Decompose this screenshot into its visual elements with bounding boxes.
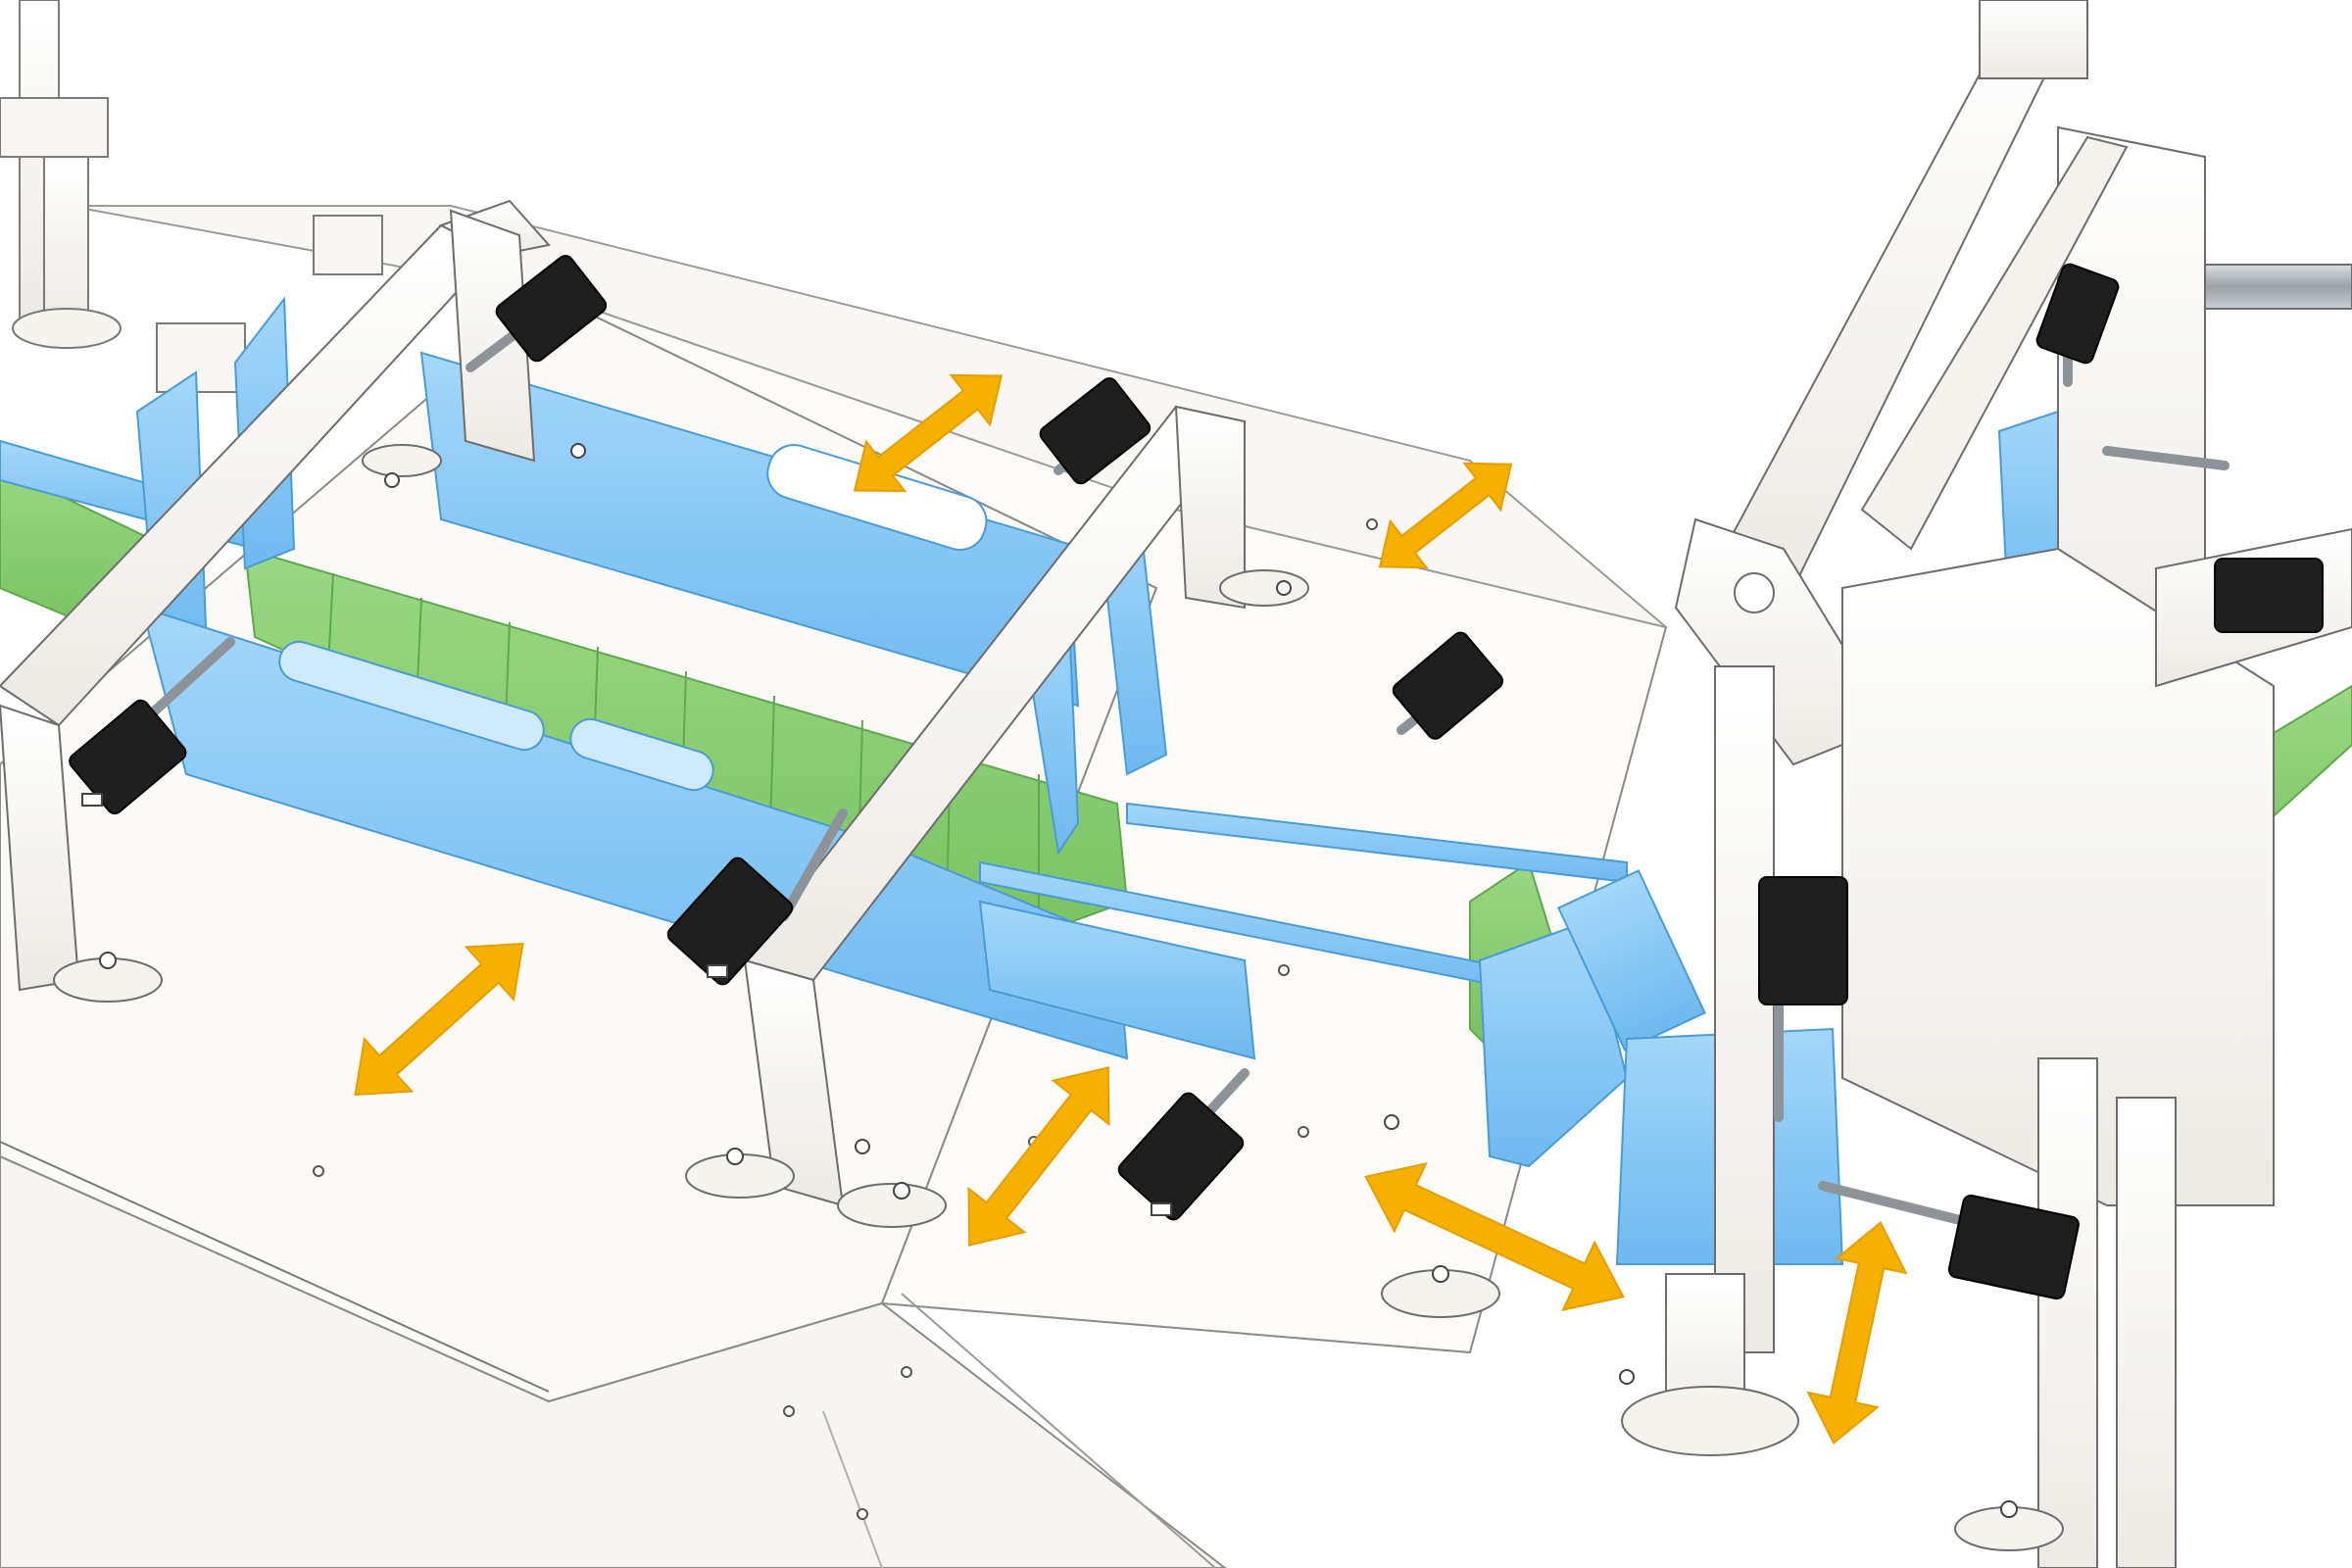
guide-slot-front-2	[569, 717, 714, 792]
base-panel-front	[0, 1154, 1227, 1568]
servo-actuator-icon	[69, 699, 187, 814]
servo-actuator-icon	[2214, 558, 2324, 633]
double-headed-arrow-icon	[967, 1066, 1110, 1247]
base-seam-line-2	[822, 1410, 883, 1568]
tower-right-shaft	[2204, 264, 2352, 310]
foot-flanges	[53, 444, 2064, 1551]
actuators	[69, 255, 2324, 1300]
servo-actuator-icon	[2035, 263, 2120, 365]
adjustment-arrows	[354, 373, 1908, 1446]
guide-slot-front	[278, 640, 545, 752]
double-headed-arrow-icon	[853, 373, 1004, 493]
right-pillar-2	[2116, 1097, 2177, 1568]
base-seam-line	[901, 1293, 1216, 1568]
servo-actuator-icon	[1039, 377, 1152, 485]
servo-actuator-icon	[1117, 1092, 1245, 1221]
pusher-cylinder	[1557, 869, 1706, 1052]
left-support-columns	[0, 0, 383, 393]
base-edge-line	[0, 1141, 550, 1393]
double-headed-arrow-icon	[1806, 1220, 1908, 1446]
servo-actuator-icon	[1392, 631, 1503, 740]
double-headed-arrow-icon	[354, 942, 524, 1097]
right-cabinet	[1841, 547, 2275, 1206]
frame-upright-back-left	[449, 209, 536, 463]
frame-upright-center-back	[1174, 405, 1246, 610]
tower-foot	[1621, 1386, 1799, 1456]
tower-pivot	[1734, 572, 1775, 613]
double-headed-arrow-icon	[1378, 462, 1513, 569]
bolts	[99, 443, 2018, 1518]
base-holes	[313, 518, 1378, 1520]
servo-actuator-icon	[495, 255, 608, 363]
servo-actuator-icon	[1758, 876, 1848, 1005]
servo-actuator-icon	[666, 857, 794, 986]
guide-bottom-block	[978, 900, 1256, 1060]
right-pillar	[2037, 1057, 2098, 1568]
tower-top-bracket	[1979, 0, 2088, 79]
double-headed-arrow-icon	[1364, 1162, 1625, 1311]
tower-frame-inner	[1860, 135, 2129, 551]
servo-actuator-icon	[1947, 1194, 2080, 1300]
tower-column	[1714, 665, 1775, 1353]
